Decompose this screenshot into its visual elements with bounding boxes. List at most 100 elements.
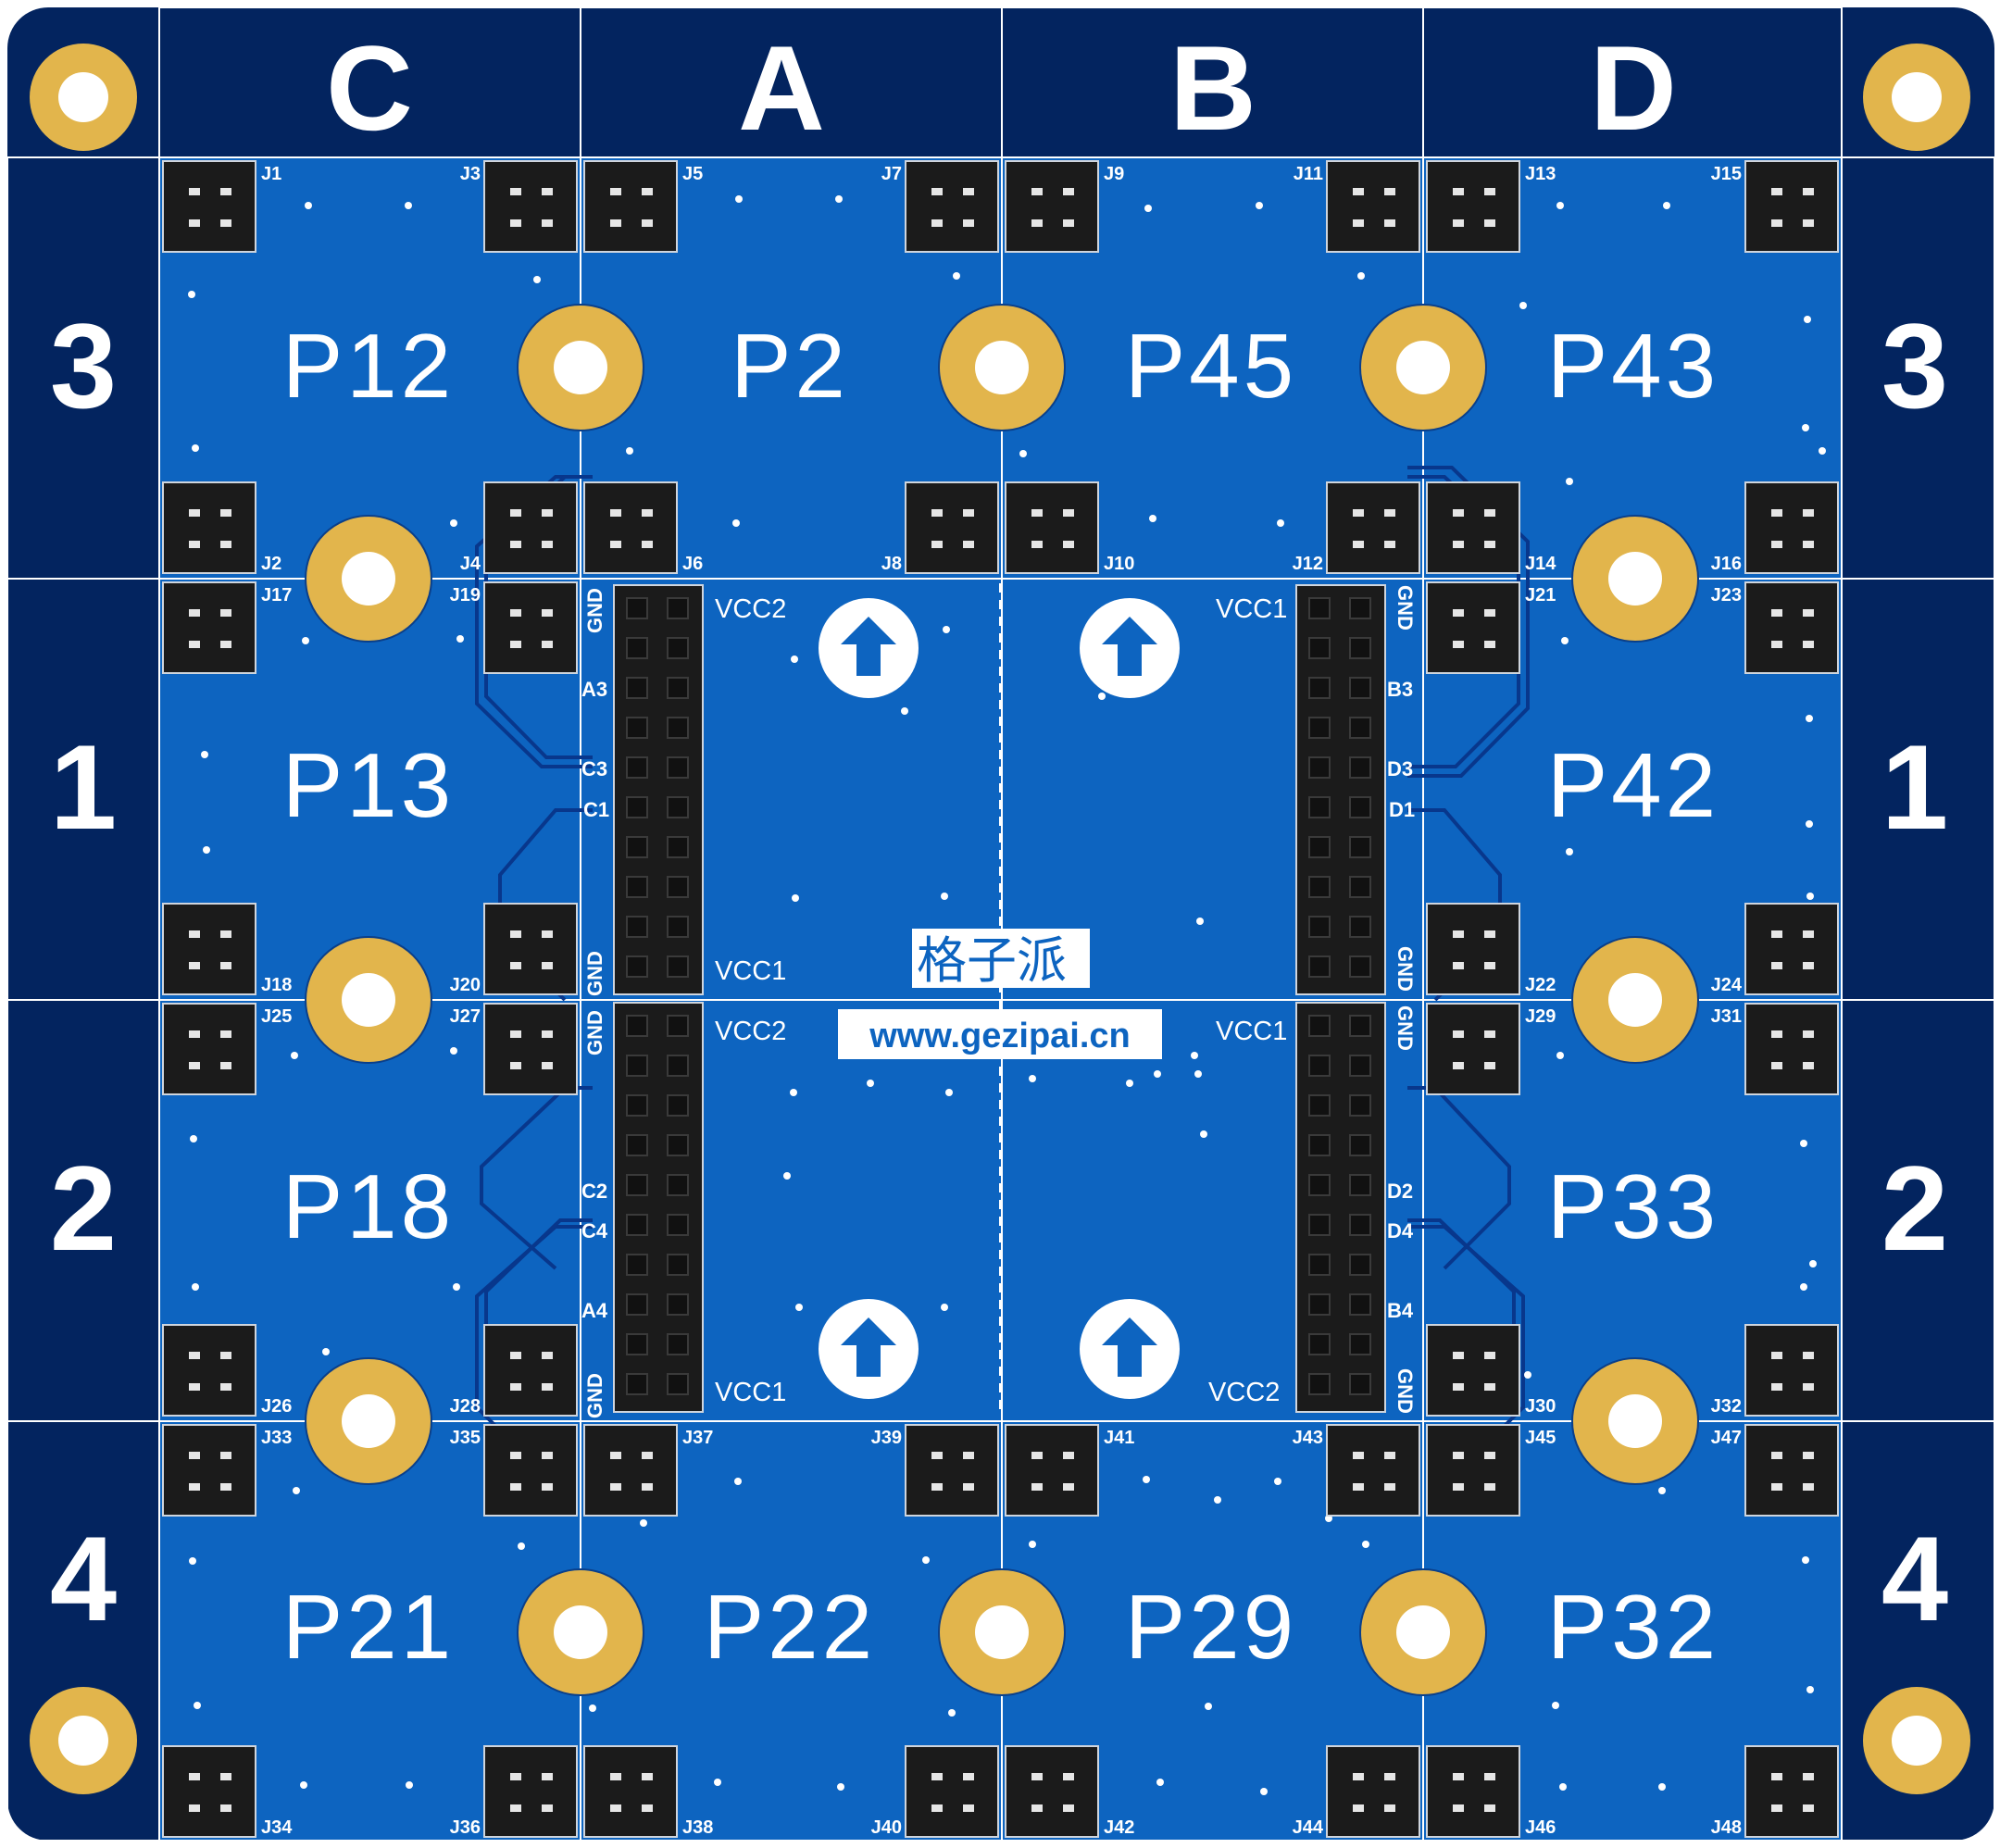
mounting-pads xyxy=(305,304,1699,1696)
via xyxy=(837,1783,844,1791)
connector-label: J46 xyxy=(1525,1817,1556,1838)
up-arrow-icon xyxy=(819,1299,919,1399)
label-c4: C4 xyxy=(581,1219,608,1242)
via xyxy=(1806,893,1814,900)
row-label-right-2: 2 xyxy=(1881,1141,1948,1276)
cell-label: P18 xyxy=(282,1155,455,1257)
connector-label: J1 xyxy=(261,164,281,184)
brand-url: www.gezipai.cn xyxy=(869,1017,1131,1055)
mounting-hole-icon xyxy=(305,936,432,1064)
connector-j27: J27 xyxy=(450,1003,578,1095)
column-labels: C A B D xyxy=(326,20,1677,156)
label-vcc1-rt: VCC1 xyxy=(1216,594,1287,624)
via xyxy=(192,1283,199,1291)
connector-j14: J14 xyxy=(1426,481,1556,574)
via xyxy=(953,272,960,280)
connector-label: J41 xyxy=(1104,1428,1134,1448)
connector-label: J7 xyxy=(881,164,902,184)
connector-label: J11 xyxy=(1294,164,1323,184)
pin-header-2x10 xyxy=(613,1002,704,1413)
center-region xyxy=(706,583,1294,1417)
connector-j9: J9 xyxy=(1005,160,1124,253)
mounting-hole-icon xyxy=(30,1687,137,1794)
label-d4: D4 xyxy=(1387,1219,1414,1242)
connector-label: J45 xyxy=(1525,1428,1556,1448)
via xyxy=(291,1052,298,1059)
connector-j35: J35 xyxy=(450,1424,578,1517)
via xyxy=(1357,272,1365,280)
mounting-hole-icon xyxy=(1571,1357,1699,1485)
connector-j48: J48 xyxy=(1711,1745,1839,1838)
connectors: J1J2J3J4J5J6J7J8J9J10J11J12J13J14J15J16J… xyxy=(162,160,1839,1838)
via xyxy=(518,1542,525,1550)
label-gnd-rb-top: GND xyxy=(1394,1005,1417,1051)
connector-j30: J30 xyxy=(1426,1324,1556,1417)
label-vcc2-lt: VCC2 xyxy=(715,594,786,624)
connector-j13: J13 xyxy=(1426,160,1556,253)
via xyxy=(1524,1371,1531,1379)
label-c2: C2 xyxy=(581,1180,607,1203)
cell-label: P32 xyxy=(1547,1576,1719,1678)
connector-j15: J15 xyxy=(1711,160,1839,253)
label-d3: D3 xyxy=(1387,757,1413,780)
connector-j47: J47 xyxy=(1711,1424,1839,1517)
connector-label: J47 xyxy=(1711,1428,1742,1448)
via xyxy=(1658,1487,1666,1494)
connector-label: J26 xyxy=(261,1396,292,1417)
connector-label: J6 xyxy=(682,554,703,574)
mounting-hole-icon xyxy=(1359,304,1487,431)
connector-j38: J38 xyxy=(583,1745,713,1838)
connector-j20: J20 xyxy=(450,903,578,995)
connector-j33: J33 xyxy=(162,1424,292,1517)
via xyxy=(945,1089,953,1096)
mounting-hole-icon xyxy=(1863,1687,1970,1794)
via xyxy=(901,707,908,715)
connector-j1: J1 xyxy=(162,160,281,253)
mounting-hole-icon xyxy=(305,1357,432,1485)
via xyxy=(1256,202,1263,209)
via xyxy=(734,1478,742,1485)
mounting-hole-icon xyxy=(1359,1568,1487,1696)
via xyxy=(735,195,743,203)
via xyxy=(406,1781,413,1789)
connector-label: J16 xyxy=(1711,554,1742,574)
cell-label: P22 xyxy=(704,1576,876,1678)
brand-name: 格子派 xyxy=(917,931,1067,990)
mounting-hole-icon xyxy=(30,44,137,151)
column-header-row xyxy=(158,6,1843,158)
label-b4: B4 xyxy=(1387,1299,1414,1322)
via xyxy=(456,635,464,643)
via xyxy=(1566,848,1573,855)
via xyxy=(1559,1783,1567,1791)
connector-j32: J32 xyxy=(1711,1324,1839,1417)
column-header-cell xyxy=(158,6,581,158)
via xyxy=(640,1519,647,1527)
mounting-hole-icon xyxy=(1571,515,1699,643)
connector-j4: J4 xyxy=(460,481,578,574)
mounting-hole-icon xyxy=(1571,936,1699,1064)
label-b3: B3 xyxy=(1387,678,1413,701)
connector-label: J9 xyxy=(1104,164,1124,184)
row-label-left-1: 1 xyxy=(50,719,117,855)
via xyxy=(450,1047,457,1055)
connector-label: J2 xyxy=(261,554,281,574)
connector-j39: J39 xyxy=(871,1424,999,1517)
via xyxy=(589,1704,596,1712)
connector-label: J28 xyxy=(450,1396,481,1417)
cell-label: P45 xyxy=(1125,315,1297,417)
label-gnd-rb-bottom: GND xyxy=(1394,1368,1417,1414)
via xyxy=(791,656,798,663)
via xyxy=(1260,1788,1268,1795)
row-label-right-4: 4 xyxy=(1881,1511,1948,1646)
mounting-hole-icon xyxy=(517,304,644,431)
via xyxy=(1205,1703,1212,1710)
connector-label: J27 xyxy=(450,1006,481,1027)
via xyxy=(1804,316,1811,323)
grid-outline xyxy=(158,156,1843,1842)
via xyxy=(194,1702,201,1709)
connector-j6: J6 xyxy=(583,481,703,574)
connector-j28: J28 xyxy=(450,1324,578,1417)
connector-j24: J24 xyxy=(1711,903,1839,995)
label-vcc1-lb: VCC1 xyxy=(715,1378,786,1407)
